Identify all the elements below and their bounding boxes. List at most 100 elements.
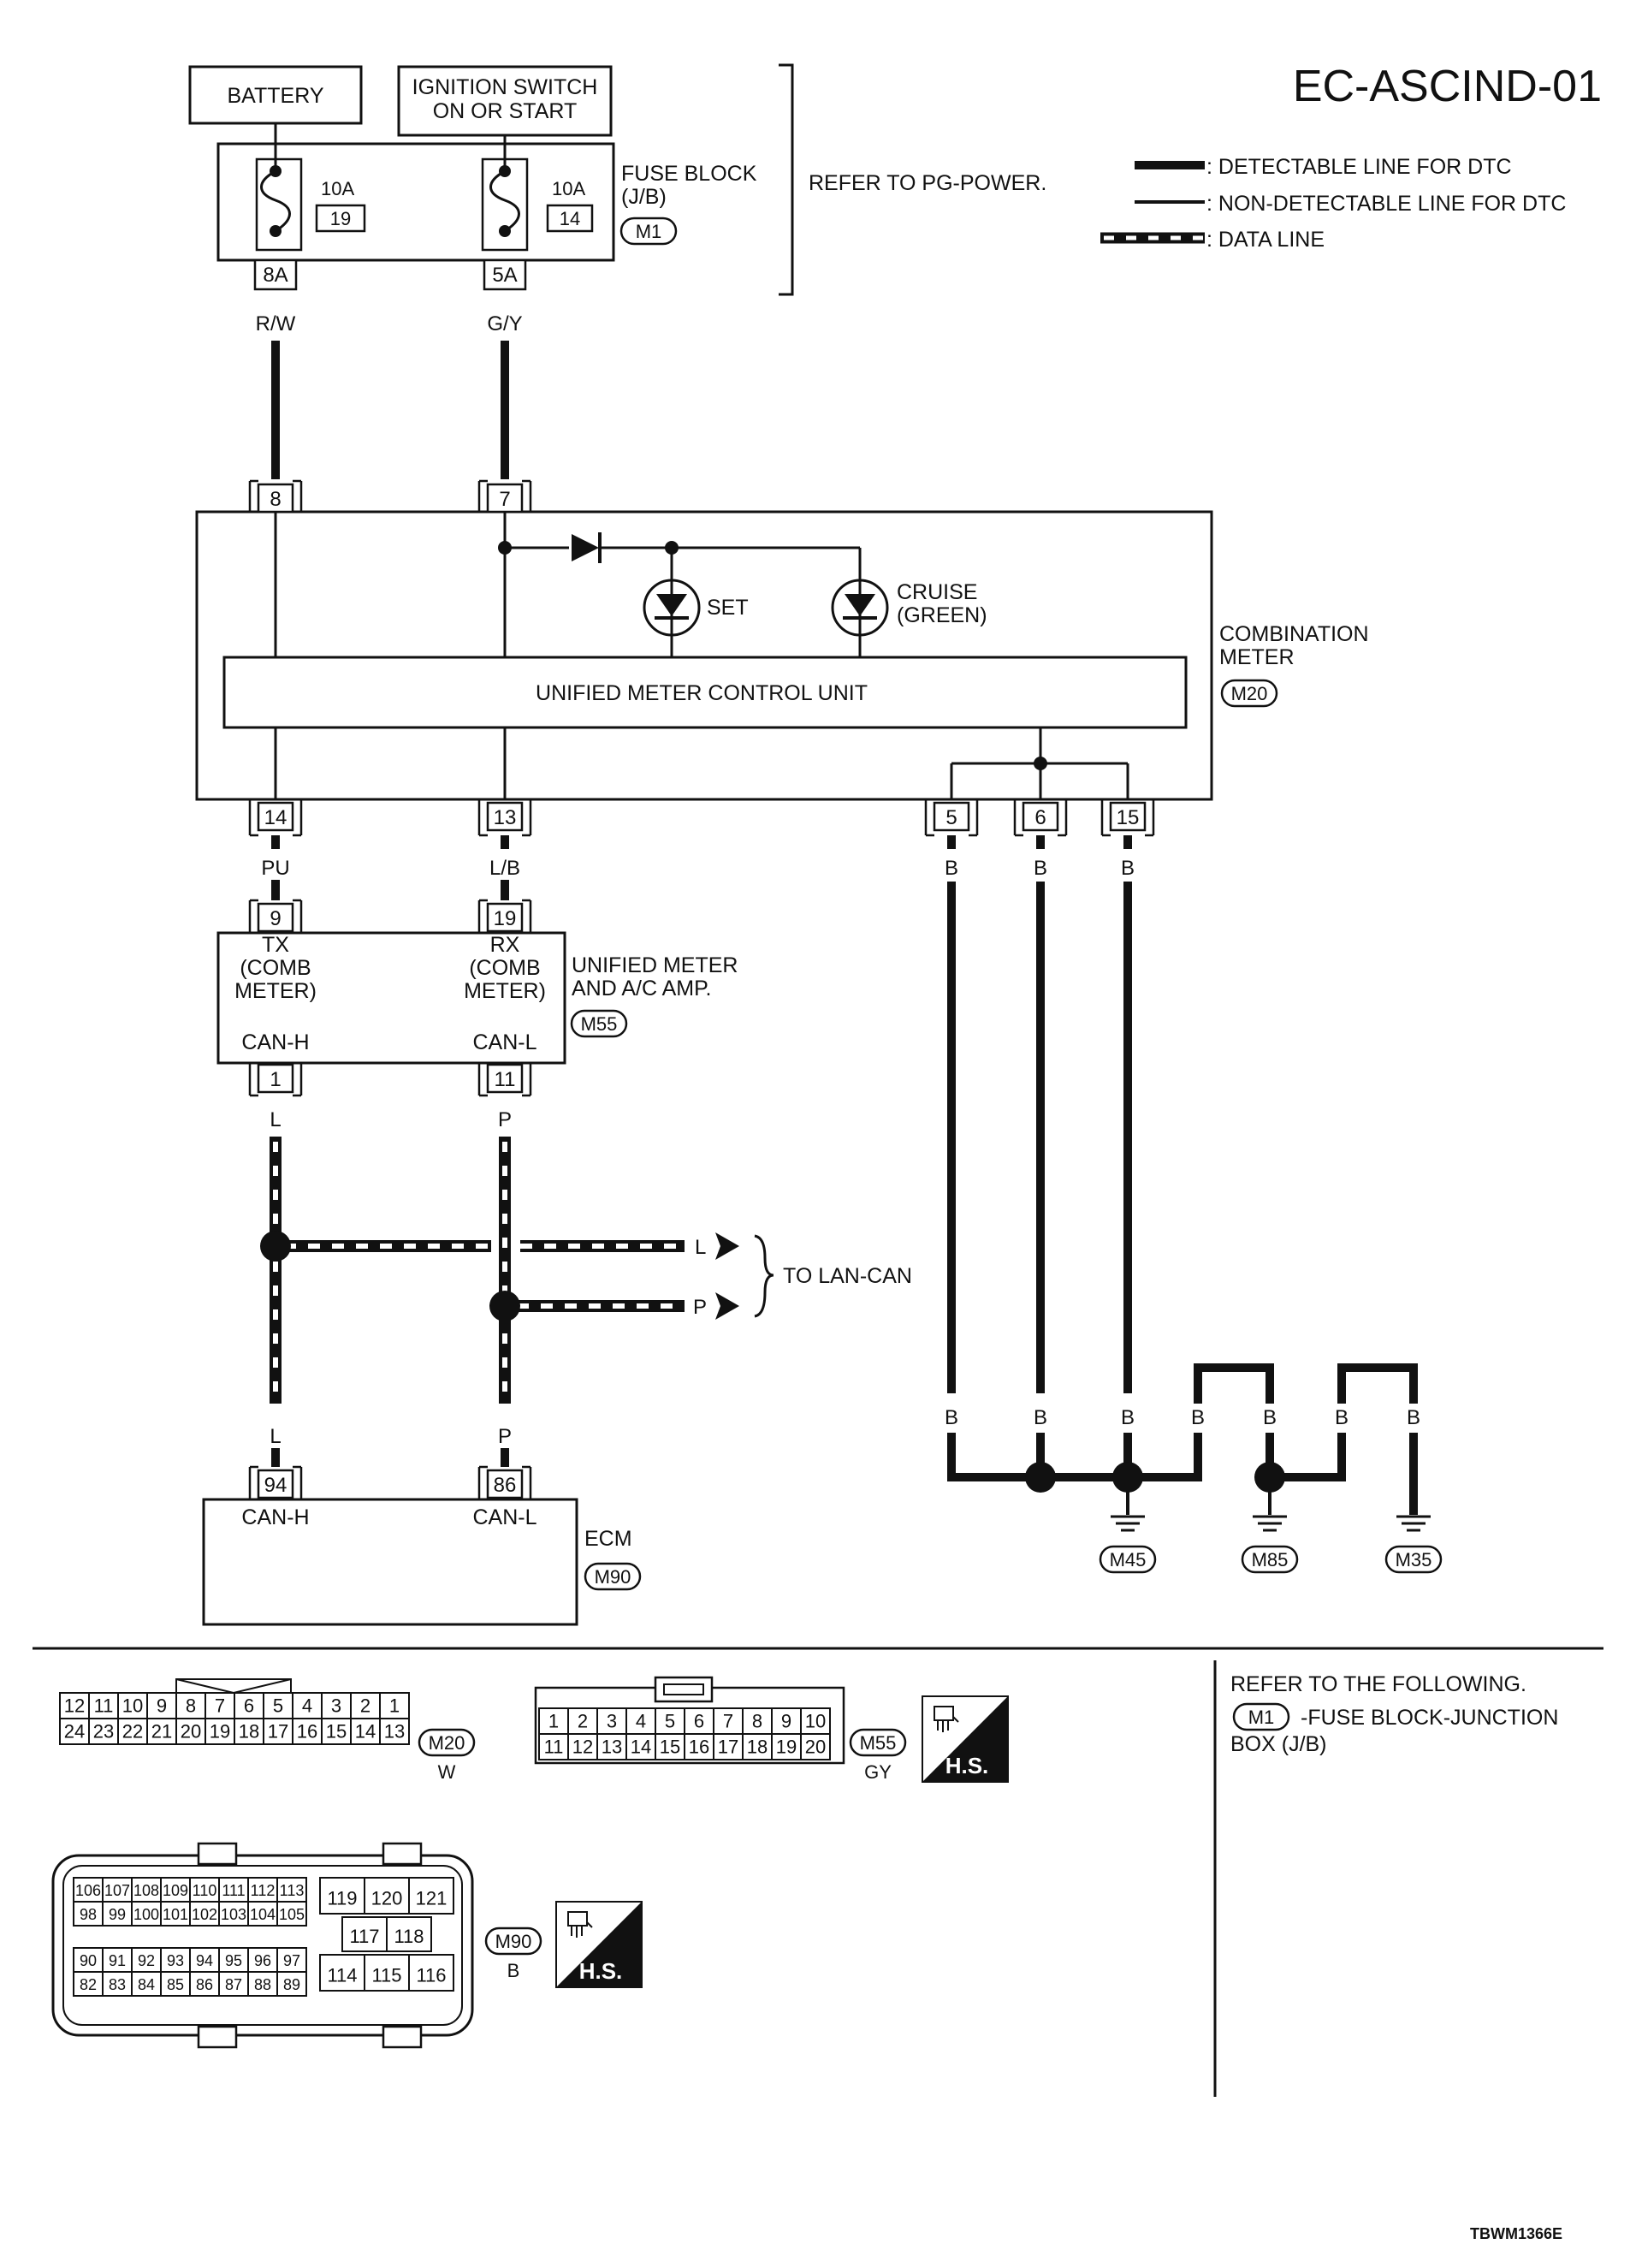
connector-cell: [276, 1877, 307, 1903]
connector-cell: [625, 1733, 656, 1760]
unified-meter-ac-amp: 9 19 TX (COMB METER) RX (COMB METER) CAN…: [216, 899, 566, 1097]
connector-pin-number: 111: [222, 1882, 245, 1899]
ground-m35-icon: [1396, 1515, 1431, 1532]
connector-pin-number: 96: [254, 1952, 271, 1969]
connector-pin-number: 2: [360, 1695, 370, 1717]
can-data-lines: [260, 1137, 685, 1404]
combination-meter: 8 7 SET CRUISE (GREEN): [195, 479, 1213, 837]
connector-pin-number: 112: [251, 1882, 276, 1899]
connector-pin-number: 117: [349, 1926, 379, 1947]
diode-icon: [572, 534, 599, 561]
connector-pin-number: 5: [273, 1695, 283, 1717]
meter-pin-13: 13: [494, 806, 517, 829]
wire-l-b: L/B: [489, 857, 520, 880]
connector-cell: [263, 1718, 293, 1745]
amp-connector: M55: [581, 1013, 618, 1035]
ground-wire-7: B: [1407, 1406, 1420, 1429]
cruise-lamp-label-1: CRUISE: [897, 580, 977, 604]
connector-cell: [88, 1692, 119, 1719]
connector-pin-number: 3: [331, 1695, 341, 1717]
connector-cell: [160, 1877, 191, 1903]
diagram-id: EC-ASCIND-01: [1293, 62, 1602, 111]
connector-pin-number: 18: [747, 1737, 768, 1758]
fuse-14-number: 14: [560, 208, 580, 229]
battery-box: BATTERY: [188, 65, 363, 125]
fuse-terminal-8a: 8A: [263, 264, 287, 287]
ground-wire-5: B: [1263, 1406, 1277, 1429]
ignition-label-2: ON OR START: [433, 99, 578, 123]
legend-data-line: : DATA LINE: [1206, 228, 1325, 252]
connector-pin-number: 12: [64, 1695, 85, 1717]
connector-pin-number: 118: [394, 1926, 424, 1947]
connector-cell: [160, 1971, 191, 1997]
battery-label: BATTERY: [228, 84, 324, 108]
connector-pin-number: 13: [602, 1737, 622, 1758]
connector-pin-number: 84: [138, 1976, 155, 1993]
connector-pin-number: 97: [283, 1952, 300, 1969]
ecm-label: ECM: [584, 1527, 632, 1551]
amp-pin-11: 11: [495, 1068, 516, 1091]
wire-pu: PU: [261, 857, 289, 880]
connector-pin-number: 1: [548, 1711, 559, 1732]
connector-pin-number: 83: [109, 1976, 126, 1993]
connector-cell: [276, 1901, 307, 1927]
connector-pin-number: 106: [75, 1882, 101, 1899]
m55-face-id: M55: [860, 1732, 897, 1754]
connector-cell: [247, 1971, 278, 1997]
connector-pin-number: 12: [572, 1737, 593, 1758]
ecm-pin-86: 86: [494, 1474, 517, 1497]
amp-label-1: UNIFIED METER: [572, 953, 738, 977]
connector-cell: [538, 1733, 569, 1760]
hs-label-m55: H.S.: [945, 1753, 989, 1778]
cruise-lamp-label-2: (GREEN): [897, 603, 987, 627]
wire-b-5: B: [945, 857, 958, 880]
cruise-lamp-icon: [831, 579, 889, 637]
connector-pin-number: 105: [279, 1906, 305, 1923]
meter-pin-15: 15: [1117, 806, 1140, 829]
connector-pin-number: 8: [186, 1695, 196, 1717]
connector-pin-number: 14: [355, 1721, 376, 1743]
connector-cell: [321, 1718, 352, 1745]
ground-m85-icon: [1253, 1515, 1287, 1532]
connector-cell: [175, 1718, 206, 1745]
connector-pin-number: 98: [80, 1906, 97, 1923]
connector-pin-number: 4: [636, 1711, 646, 1732]
connector-cell: [408, 1877, 454, 1915]
ignition-switch-box: IGNITION SWITCH ON OR START: [397, 65, 613, 137]
connector-pin-number: 22: [122, 1721, 143, 1743]
connector-pin-number: 20: [805, 1737, 826, 1758]
amp-can-l: CAN-L: [472, 1030, 536, 1054]
connector-pin-number: 99: [109, 1906, 126, 1923]
connector-pin-number: 119: [327, 1888, 357, 1909]
meter-pin-14: 14: [264, 806, 287, 829]
ground-m45-icon: [1111, 1515, 1145, 1532]
meter-pin-6: 6: [1034, 806, 1046, 829]
fuse-19-icon: [260, 169, 291, 233]
connector-pin-number: 16: [689, 1737, 709, 1758]
amp-tx-3: METER): [234, 979, 317, 1003]
ground-wire-2: B: [1034, 1406, 1047, 1429]
set-lamp-label: SET: [707, 596, 749, 620]
connector-pin-number: 10: [122, 1695, 143, 1717]
amp-can-h: CAN-H: [241, 1030, 309, 1054]
hs-badge-m55: H.S.: [922, 1695, 1009, 1783]
reference-connector: M1: [1248, 1707, 1275, 1728]
connector-cell: [684, 1707, 714, 1735]
fuse-19-rating: 10A: [321, 178, 354, 199]
meter-pin-8: 8: [270, 488, 281, 511]
connector-cell: [319, 1877, 365, 1915]
connector-pin-number: 107: [104, 1882, 130, 1899]
connector-pin-number: 16: [297, 1721, 317, 1743]
connector-pin-number: 121: [416, 1888, 448, 1909]
connector-pin-number: 15: [660, 1737, 680, 1758]
legend-detectable: : DETECTABLE LINE FOR DTC: [1206, 155, 1512, 179]
amp-pin-9: 9: [270, 907, 281, 930]
connector-pin-number: 10: [805, 1711, 826, 1732]
ground-m35: M35: [1396, 1549, 1432, 1570]
hs-label-m90: H.S.: [579, 1958, 623, 1984]
hs-badge-m90: H.S.: [555, 1901, 643, 1988]
connector-pin-number: 101: [163, 1906, 188, 1923]
connector-cell: [234, 1718, 264, 1745]
